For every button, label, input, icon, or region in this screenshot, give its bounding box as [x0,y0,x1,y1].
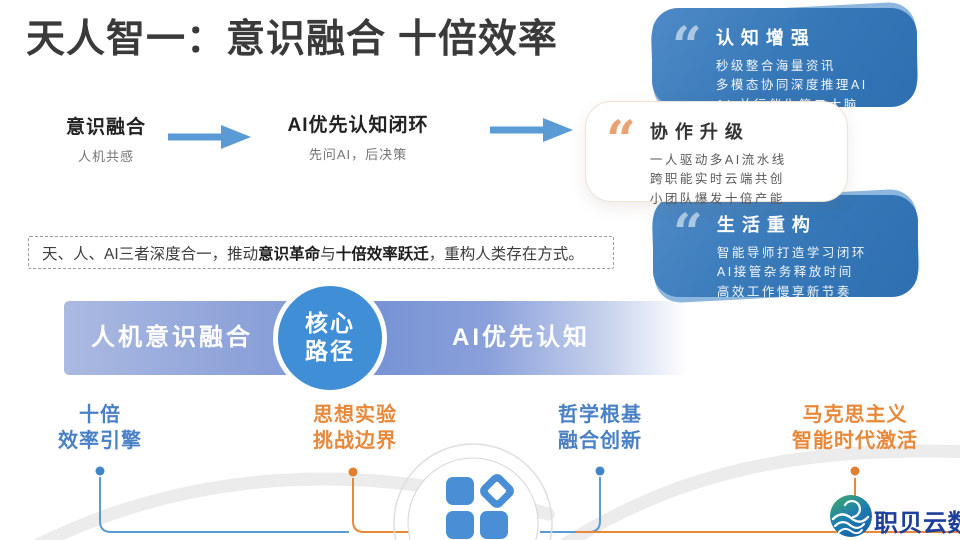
card-cognition-enhancement: “ 认知增强 秒级整合海量资讯 多模态协同深度推理AI AI 并行伴生第二大脑 [652,8,917,112]
pillar-philosophy-foundation: 哲学根基 融合创新 [490,402,710,455]
right-arrow-icon [490,118,573,142]
card-line: 秒级整合海量资讯 [715,59,836,73]
core-path-band: 人机意识融合 核心 路径 AI优先认知 [64,281,688,395]
pillar-line: 融合创新 [558,430,642,453]
pillar-line: 效率引擎 [58,430,142,453]
core-path-circle: 核心 路径 [273,281,387,395]
flow-step-subtitle: 人机共感 [77,149,134,164]
page-title: 天人智一：意识融合 十倍效率 [26,18,558,61]
statement-text: 天、人、AI三者深度合一，推动 [42,245,259,263]
pillar-line: 挑战边界 [313,430,397,453]
logo-wordmark: 职贝云数 [874,510,960,537]
card-line: 小团队爆发十倍产能 [649,191,785,206]
pillar-dot-4 [850,466,860,476]
connector-lines [95,466,960,533]
pillar-line: 十倍 [79,404,121,426]
statement-text: 与 [320,245,336,263]
statement-bold: 十倍效率跃迁 [335,245,429,263]
core-path-line: 路径 [305,338,355,364]
statement-text: ，重构人类存在方式。 [428,245,584,263]
pillar-efficiency-engine: 十倍 效率引擎 [0,402,210,455]
pillar-marxism-activation: 马克思主义 智能时代激活 [745,402,960,455]
pillar-dot-3 [595,466,605,476]
logo-globe-icon [830,495,872,537]
quote-icon: “ [672,16,702,77]
card-line: 高效工作慢享新节奏 [716,284,852,299]
band-label-ai-first: AI优先认知 [452,324,590,351]
quote-icon: “ [606,110,636,171]
card-line: 智能导师打造学习闭环 [716,246,867,260]
right-arrow-icon [168,125,251,149]
flow-step-subtitle: 先问AI，后决策 [308,147,408,162]
statement-box: 天、人、AI三者深度合一，推动意识革命与十倍效率跃迁，重构人类存在方式。 [28,236,614,269]
card-line: 多模态协同深度推理AI [715,78,868,93]
flow-step-consciousness-fusion: 意识融合 人机共感 [41,112,171,165]
card-line: AI接管杂务释放时间 [716,265,854,280]
pillar-dot-2 [348,467,358,477]
core-path-line: 核心 [305,310,355,337]
grid-diamond-icon [446,474,514,539]
card-collaboration-upgrade: “ 协作升级 一人驱动多AI流水线 跨职能实时云端共创 小团队爆发十倍产能 [585,101,848,206]
card-life-reconstruction: “ 生活重构 智能导师打造学习闭环 AI接管杂务释放时间 高效工作慢享新节奏 [653,195,918,299]
card-title: 协作升级 [649,122,750,142]
band-label-fusion: 人机意识融合 [91,324,253,351]
card-title: 认知增强 [715,28,816,48]
flow-step-title: AI优先认知闭环 [287,115,429,136]
quote-icon: “ [673,203,703,264]
pillar-line: 哲学根基 [558,404,642,426]
flow-step-ai-first-loop: AI优先认知闭环 先问AI，后决策 [278,110,438,163]
pillar-line: 思想实验 [313,404,397,426]
statement-bold: 意识革命 [258,245,321,263]
card-title: 生活重构 [716,215,817,235]
pillar-line: 智能时代激活 [792,430,918,453]
card-line: 跨职能实时云端共创 [649,172,785,187]
pillar-dot-1 [95,466,105,476]
card-line: 一人驱动多AI流水线 [649,153,787,167]
center-badge [393,443,553,540]
pillar-line: 马克思主义 [802,404,908,426]
pillar-thought-experiment: 思想实验 挑战边界 [245,402,465,455]
flow-step-title: 意识融合 [65,117,146,138]
